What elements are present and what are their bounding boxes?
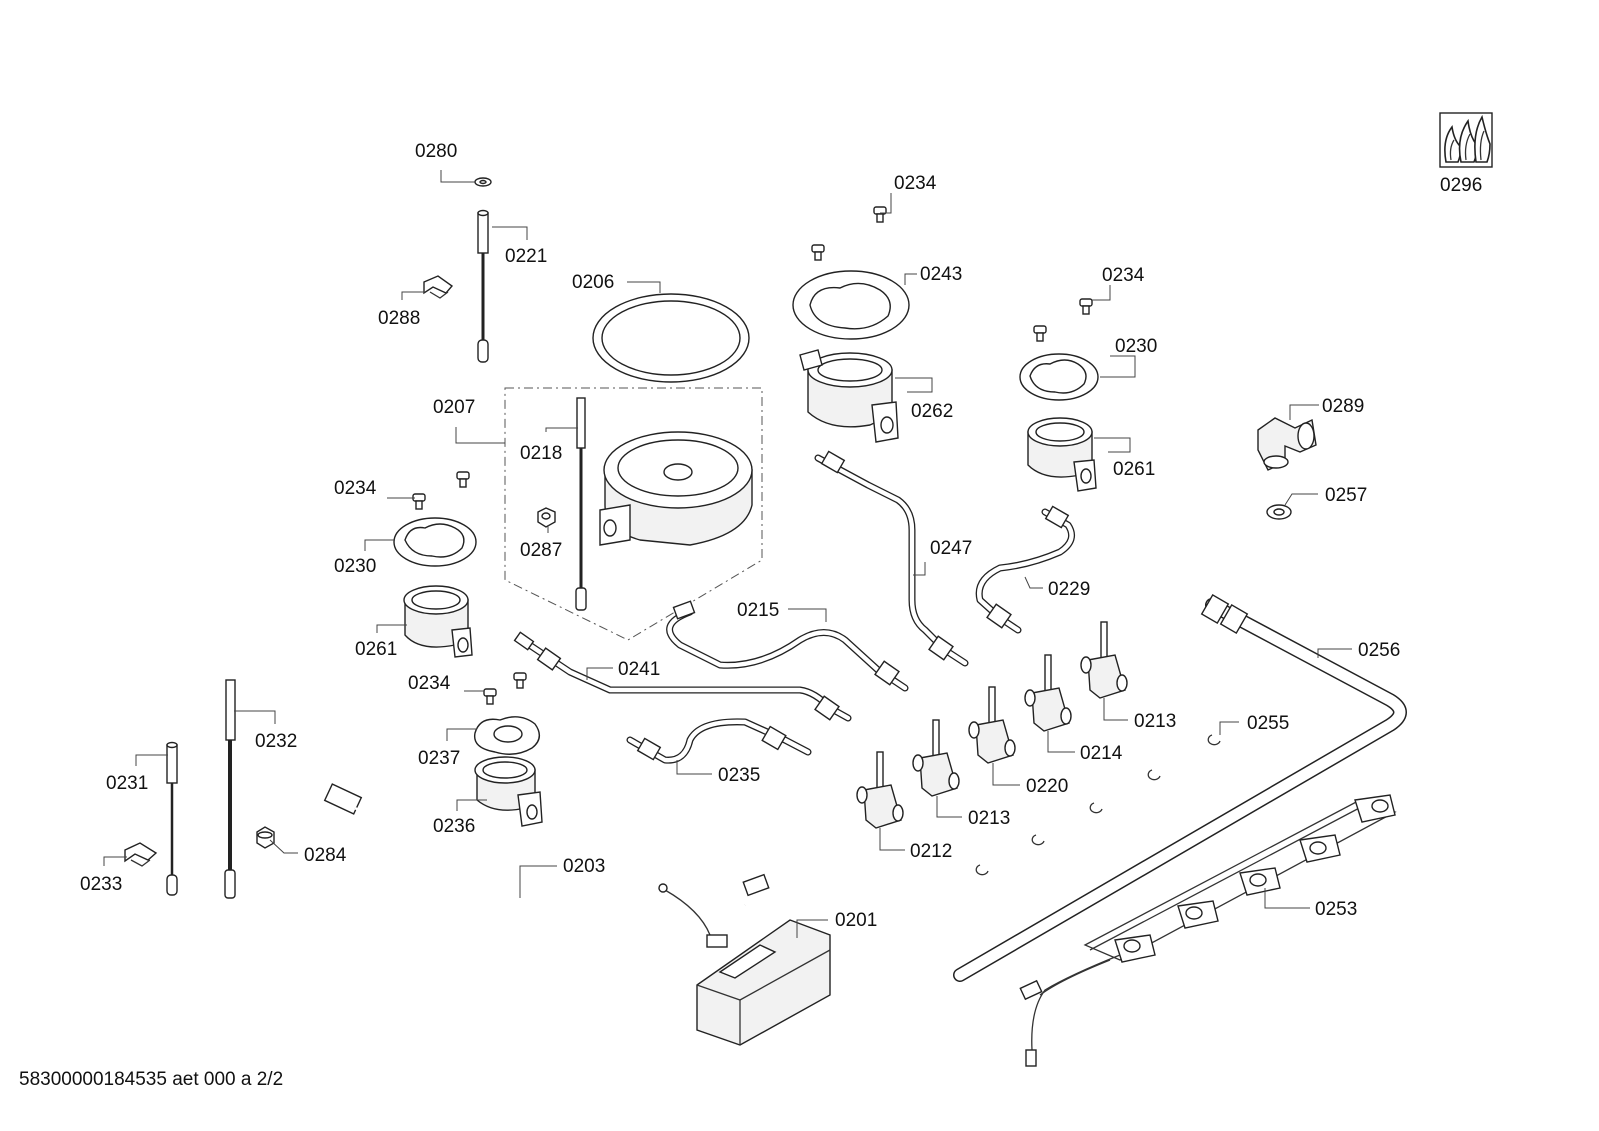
part-0201-ignition-module: [696, 919, 831, 1046]
part-0247-gas-pipe: [814, 450, 969, 667]
part-0262-burner-cup: [799, 349, 899, 443]
part-0230-gasket-b: [1019, 353, 1099, 401]
leader-lines: [103, 170, 1352, 938]
callout-0203: 0203: [563, 856, 605, 877]
part-0234-screw-c2: [811, 244, 825, 261]
callout-0296: 0296: [1440, 175, 1482, 196]
assembly-0207-outline: [504, 387, 763, 641]
part-0234-screw-b1: [483, 688, 497, 705]
part-0230-gasket-a: [393, 517, 477, 567]
callout-0255: 0255: [1247, 713, 1289, 734]
part-0234-screw-d1: [1079, 298, 1093, 315]
part-0261-burner-cup-b: [1027, 417, 1097, 492]
callout-0247: 0247: [930, 538, 972, 559]
callout-0284: 0284: [304, 845, 347, 866]
part-0220-valve: [968, 686, 1016, 764]
callout-0230-b: 0230: [1115, 336, 1157, 357]
part-0212-valve: [856, 751, 904, 829]
callout-0261-b: 0261: [1113, 459, 1155, 480]
part-0289-elbow-fitting: [1257, 417, 1317, 471]
callout-0257: 0257: [1325, 485, 1367, 506]
callout-0243: 0243: [920, 264, 962, 285]
part-0280-washer: [474, 177, 492, 187]
part-0234-screw-c1: [873, 206, 887, 223]
callout-0234-d: 0234: [1102, 265, 1145, 286]
part-0206-gasket: [592, 293, 750, 383]
callout-0237: 0237: [418, 748, 460, 769]
callout-0234-b: 0234: [408, 673, 451, 694]
callout-0214: 0214: [1080, 743, 1123, 764]
callout-0206: 0206: [572, 272, 614, 293]
part-0231-electrode-short: [166, 741, 178, 896]
part-0234-screw-a2: [412, 493, 426, 510]
callout-0280: 0280: [415, 141, 457, 162]
part-0213-valve-a: [1080, 621, 1128, 699]
part-0284-nut: [256, 826, 275, 849]
callout-0289: 0289: [1322, 396, 1364, 417]
callout-0221: 0221: [505, 246, 547, 267]
callout-0215: 0215: [737, 600, 779, 621]
callout-0256: 0256: [1358, 640, 1400, 661]
part-0234-screw-a1: [456, 471, 470, 488]
callout-0288: 0288: [378, 308, 420, 329]
part-0261-burner-cup-a: [403, 585, 473, 658]
document-id-footer: 58300000184535 aet 000 a 2/2: [19, 1069, 283, 1090]
part-0234-screw-b2: [513, 672, 527, 689]
callout-0229: 0229: [1048, 579, 1090, 600]
callout-0212: 0212: [910, 841, 952, 862]
part-0234-screw-d2: [1033, 325, 1047, 342]
callout-0201: 0201: [835, 910, 877, 931]
part-0213-valve-b: [912, 719, 960, 797]
callout-0233: 0233: [80, 874, 122, 895]
callout-0262: 0262: [911, 401, 953, 422]
part-0236-burner-cup: [474, 756, 543, 827]
part-0243-gasket: [792, 270, 910, 340]
callout-0234-a: 0234: [334, 478, 377, 499]
callout-0218: 0218: [520, 443, 562, 464]
part-0229-gas-pipe: [975, 505, 1076, 634]
part-0215-gas-pipe: [666, 600, 909, 692]
callout-0253: 0253: [1315, 899, 1357, 920]
part-0235-gas-pipe: [626, 718, 812, 764]
part-0241-gas-pipe: [513, 631, 852, 722]
callout-0235: 0235: [718, 765, 760, 786]
part-0221-thermocouple: [477, 209, 489, 363]
part-0287-nut: [537, 507, 556, 528]
callout-0213-a: 0213: [1134, 711, 1176, 732]
part-0288-clip: [423, 275, 454, 299]
callout-0207: 0207: [433, 397, 475, 418]
callout-0230-a: 0230: [334, 556, 376, 577]
callout-0287: 0287: [520, 540, 562, 561]
callout-0241: 0241: [618, 659, 660, 680]
part-0218-electrode: [575, 397, 587, 611]
part-0232-thermocouple-long: [224, 679, 236, 899]
callout-0261-a: 0261: [355, 639, 397, 660]
part-0255-clips: [975, 734, 1221, 876]
callout-0234-c: 0234: [894, 173, 937, 194]
burner-base-main: [599, 431, 753, 546]
callout-0236: 0236: [433, 816, 475, 837]
part-0253-ignition-switch-strip: [1019, 794, 1397, 1067]
part-0237-gasket: [473, 716, 540, 755]
part-0203-wire-harness: [323, 783, 770, 958]
part-0214-valve: [1024, 654, 1072, 732]
part-0233-clip: [124, 842, 158, 867]
part-0257-washer: [1266, 504, 1292, 520]
callout-0232: 0232: [255, 731, 297, 752]
callout-0220: 0220: [1026, 776, 1068, 797]
part-0256-gas-rail: [953, 594, 1407, 982]
flame-logo-icon: [1439, 112, 1493, 168]
callout-0231: 0231: [106, 773, 148, 794]
callout-0213-b: 0213: [968, 808, 1010, 829]
